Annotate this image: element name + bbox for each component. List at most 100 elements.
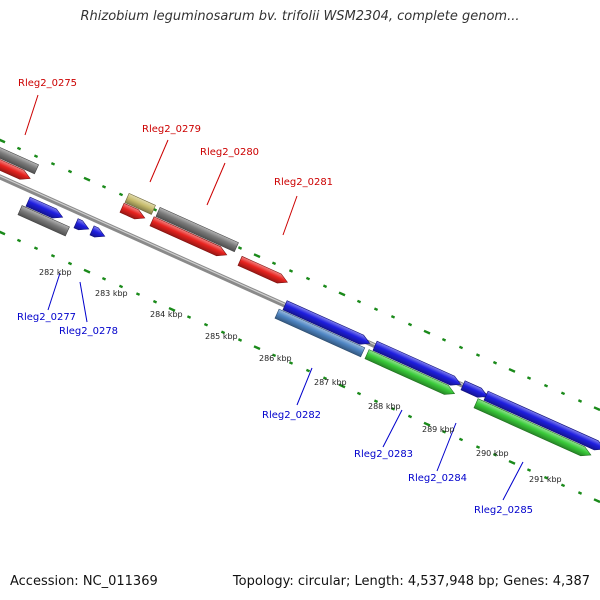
inner-tick — [237, 338, 243, 342]
label-leader-lines — [24, 94, 524, 501]
gene-label-rleg2-0285[interactable]: Rleg2_0285 — [474, 505, 533, 516]
gene-small-blue-bar[interactable] — [460, 380, 490, 401]
gene-rleg2-0283-bar[interactable] — [364, 349, 457, 399]
inner-tick — [168, 306, 176, 312]
inner-tick — [271, 353, 277, 358]
inner-tick — [560, 483, 566, 488]
outer-tick — [118, 192, 124, 197]
gene-red-strand-bar[interactable] — [0, 150, 32, 183]
gene-rleg2-0277b-bar[interactable] — [73, 218, 91, 234]
gene-label-rleg2-0278[interactable]: Rleg2_0278 — [59, 326, 118, 337]
outer-tick — [423, 329, 431, 335]
leader-line — [502, 461, 524, 501]
leader-line — [79, 281, 88, 323]
inner-tick — [118, 284, 124, 289]
kbp-tick-label: 286 kbp — [259, 354, 292, 363]
gene-rleg2-0277-bar[interactable] — [17, 205, 70, 237]
outer-tick — [593, 406, 600, 412]
kbp-tick-label: 290 kbp — [476, 449, 509, 458]
inner-tick — [135, 292, 141, 296]
inner-tick — [475, 445, 481, 449]
gene-label-rleg2-0283[interactable]: Rleg2_0283 — [354, 449, 413, 460]
kbp-tick-label: 287 kbp — [314, 378, 347, 387]
inner-tick — [203, 322, 209, 327]
inner-tick — [33, 246, 39, 251]
inner-tick — [441, 429, 447, 434]
gene-rleg2-0283-blue-bar[interactable] — [372, 340, 463, 389]
outer-tick — [560, 391, 566, 396]
inner-tick — [0, 230, 6, 236]
outer-tick — [50, 162, 56, 166]
gene-rleg2-0281-bar[interactable] — [237, 255, 290, 286]
gene-rleg2-0276-bar[interactable] — [25, 196, 65, 222]
map-title: Rhizobium leguminosarum bv. trifolii WSM… — [80, 9, 520, 24]
inner-tick — [67, 261, 73, 266]
inner-tick — [390, 407, 396, 411]
inner-tick — [577, 491, 583, 495]
gene-features[interactable] — [0, 138, 600, 460]
outer-tick — [526, 376, 532, 380]
outer-tick — [67, 169, 73, 174]
gene-small-red-bar[interactable] — [119, 202, 147, 222]
outer-tick — [441, 337, 447, 342]
inner-tick — [305, 368, 311, 373]
inner-tick — [423, 421, 431, 427]
leader-line — [24, 94, 39, 136]
outer-tick — [543, 383, 549, 388]
outer-tick — [475, 353, 481, 357]
inner-tick — [338, 383, 346, 389]
inner-tick — [356, 391, 362, 396]
kbp-tick-label: 283 kbp — [95, 289, 128, 298]
gene-labels[interactable]: Rleg2_0275Rleg2_0279Rleg2_0280Rleg2_0281… — [17, 78, 533, 516]
kbp-tick-label: 291 kbp — [529, 475, 562, 484]
outer-tick — [288, 269, 294, 273]
gene-rleg2-0275-bar[interactable] — [0, 138, 39, 175]
topology-label: Topology: circular; Length: 4,537,948 bp… — [232, 574, 590, 589]
kbp-tick-label: 289 kbp — [422, 425, 455, 434]
inner-tick — [543, 475, 549, 480]
gene-label-rleg2-0280[interactable]: Rleg2_0280 — [200, 147, 259, 158]
inner-tick — [322, 376, 328, 381]
accession-label: Accession: NC_011369 — [10, 574, 158, 589]
inner-tick — [220, 330, 226, 335]
inner-tick — [508, 459, 516, 465]
gene-label-rleg2-0284[interactable]: Rleg2_0284 — [408, 473, 467, 484]
gene-label-rleg2-0279[interactable]: Rleg2_0279 — [142, 124, 201, 135]
gene-label-rleg2-0277[interactable]: Rleg2_0277 — [17, 312, 76, 323]
gene-rleg2-0282-blue-bar[interactable] — [282, 300, 372, 348]
outer-tick — [305, 276, 311, 281]
gene-rleg2-0282-bar[interactable] — [274, 308, 366, 358]
inner-tick — [101, 276, 107, 281]
outer-tick — [390, 315, 396, 319]
gene-label-rleg2-0282[interactable]: Rleg2_0282 — [262, 410, 321, 421]
inner-tick — [492, 452, 498, 457]
outer-tick — [16, 146, 22, 151]
gene-rleg2-0278b-bar[interactable] — [89, 225, 107, 241]
outer-tick — [0, 138, 6, 144]
inner-tick — [83, 268, 91, 274]
inner-tick — [373, 399, 379, 404]
gene-rleg2-0280-bar[interactable] — [149, 216, 229, 260]
outer-tick — [322, 284, 328, 289]
inner-tick — [186, 315, 192, 319]
outer-tick — [492, 360, 498, 365]
leader-line — [436, 422, 457, 472]
kbp-tick-label: 285 kbp — [205, 332, 238, 341]
inner-tick — [458, 437, 464, 442]
leader-line — [149, 139, 169, 183]
gene-rleg2-0286-bar[interactable] — [483, 390, 600, 453]
gene-rleg2-0285-bar[interactable] — [473, 398, 593, 460]
gene-label-rleg2-0281[interactable]: Rleg2_0281 — [274, 177, 333, 188]
gene-rleg2-0279-bar[interactable] — [124, 193, 156, 215]
outer-tick — [101, 184, 107, 189]
kbp-tick-label: 288 kbp — [368, 402, 401, 411]
leader-line — [206, 162, 226, 206]
kbp-tick-label: 284 kbp — [150, 310, 183, 319]
outer-tick — [356, 299, 362, 304]
gene-rleg2-0280-gray-bar[interactable] — [155, 206, 239, 253]
outer-tick — [271, 261, 277, 266]
gene-label-rleg2-0275[interactable]: Rleg2_0275 — [18, 78, 77, 89]
inner-tick — [407, 414, 413, 419]
